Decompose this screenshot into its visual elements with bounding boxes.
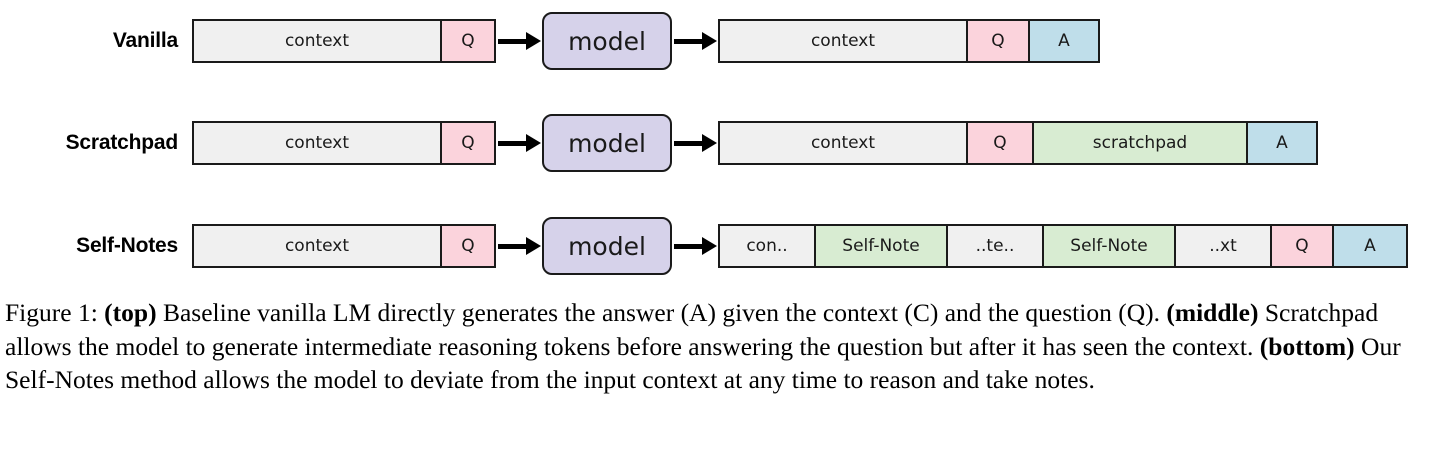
model-box-scratchpad: model [542,114,672,172]
diagram-row-self-notes: Self-Notes context Q model con.. Self-No… [0,217,1456,275]
token-question: Q [442,21,494,61]
row-label-vanilla: Vanilla [112,29,178,52]
arrow-icon [496,19,542,63]
token-answer: A [1030,21,1098,61]
figure-caption: Figure 1: (top) Baseline vanilla LM dire… [5,296,1451,397]
token-context: context [720,21,968,61]
caption-text: Baseline vanilla LM directly generates t… [156,298,1167,327]
diagram-row-vanilla: Vanilla context Q model context Q A [0,12,1456,70]
input-sequence-self-notes: context Q [192,224,496,268]
input-sequence-vanilla: context Q [192,19,496,63]
output-sequence-scratchpad: context Q scratchpad A [718,121,1318,165]
token-question: Q [442,226,494,266]
token-question: Q [1272,226,1334,266]
token-context-part: con.. [720,226,816,266]
caption-prefix: Figure 1: [5,298,105,327]
caption-emphasis: (top) [104,298,157,327]
token-context: context [720,123,968,163]
row-label-scratchpad: Scratchpad [65,131,179,154]
token-context: context [194,21,442,61]
caption-text: Our Self-Notes method allows the model t… [5,331,1401,395]
token-question: Q [968,123,1034,163]
token-self-note: Self-Note [1044,226,1176,266]
output-sequence-vanilla: context Q A [718,19,1100,63]
token-answer: A [1248,123,1316,163]
token-context: context [194,123,442,163]
token-context-part: ..xt [1176,226,1272,266]
caption-emphasis: (bottom) [1259,331,1355,361]
arrow-icon [496,121,542,165]
row-label-self-notes: Self-Notes [76,234,178,257]
token-context: context [194,226,442,266]
token-scratchpad: scratchpad [1034,123,1248,163]
arrow-icon [672,19,718,63]
token-question: Q [442,123,494,163]
caption-body: (top) Baseline vanilla LM directly gener… [5,298,1401,394]
token-context-part: ..te.. [948,226,1044,266]
diagram-rows: Vanilla context Q model context Q A Scra… [0,12,1456,275]
caption-text: Scratchpad allows the model to generate … [5,298,1379,361]
arrow-icon [496,224,542,268]
token-self-note: Self-Note [816,226,948,266]
output-sequence-self-notes: con.. Self-Note ..te.. Self-Note ..xt Q … [718,224,1408,268]
input-sequence-scratchpad: context Q [192,121,496,165]
model-box-vanilla: model [542,12,672,70]
arrow-icon [672,224,718,268]
token-answer: A [1334,226,1406,266]
caption-emphasis: (middle) [1166,298,1259,327]
token-question: Q [968,21,1030,61]
model-box-self-notes: model [542,217,672,275]
diagram-row-scratchpad: Scratchpad context Q model context Q scr… [0,114,1456,172]
arrow-icon [672,121,718,165]
